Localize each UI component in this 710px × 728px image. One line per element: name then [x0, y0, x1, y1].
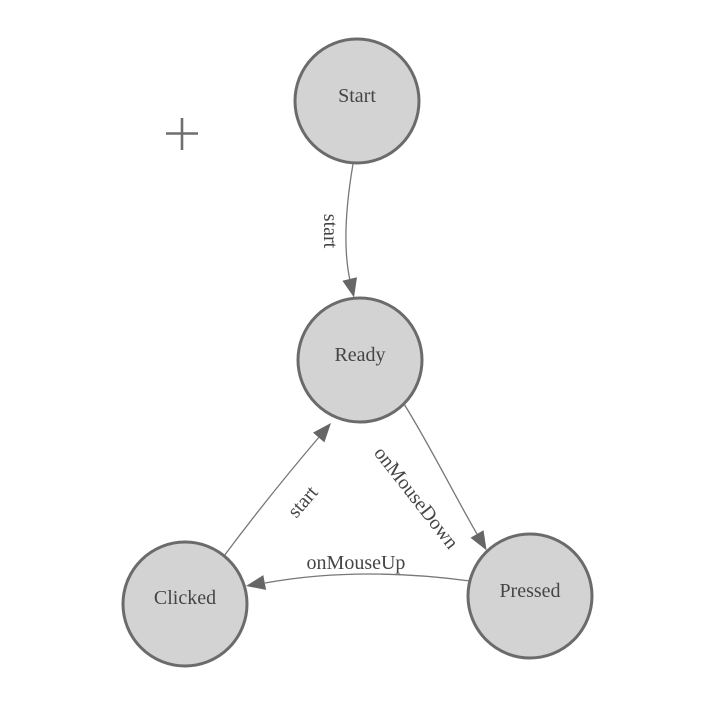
edge-clicked-to-ready-arrowhead-icon — [313, 423, 331, 443]
node-start-circle — [293, 37, 421, 165]
node-ready-label: Ready — [334, 344, 385, 366]
edge-pressed-to-clicked[interactable]: onMouseUp — [246, 552, 471, 590]
node-clicked[interactable]: Clicked — [121, 540, 249, 668]
node-pressed-circle — [466, 532, 594, 660]
crosshair-icon — [166, 118, 198, 150]
edge-start-to-ready[interactable]: start — [319, 163, 357, 298]
node-ready-circle — [296, 296, 424, 424]
edge-start-to-ready-line — [345, 163, 354, 280]
edge-pressed-to-clicked-arrowhead-icon — [246, 575, 267, 590]
node-pressed[interactable]: Pressed — [466, 532, 594, 660]
node-clicked-label: Clicked — [154, 587, 216, 609]
edge-ready-to-pressed-arrowhead-icon — [470, 530, 487, 551]
edge-ready-to-pressed-line — [403, 403, 478, 535]
edge-label-start-1: start — [319, 214, 341, 249]
edge-label-start-2: start — [283, 481, 322, 522]
node-pressed-label: Pressed — [499, 580, 560, 602]
node-start[interactable]: Start — [293, 37, 421, 165]
node-ready[interactable]: Ready — [296, 296, 424, 424]
edge-pressed-to-clicked-line — [264, 573, 471, 584]
edge-clicked-to-ready-line — [223, 437, 320, 557]
edge-label-onmousedown: onMouseDown — [369, 443, 462, 554]
edge-clicked-to-ready[interactable]: start — [223, 423, 331, 557]
edge-ready-to-pressed[interactable]: onMouseDown — [369, 403, 487, 554]
node-clicked-circle — [121, 540, 249, 668]
edge-label-onmouseup: onMouseUp — [307, 552, 406, 574]
edge-start-to-ready-arrowhead-icon — [342, 277, 357, 298]
node-start-label: Start — [338, 85, 376, 107]
